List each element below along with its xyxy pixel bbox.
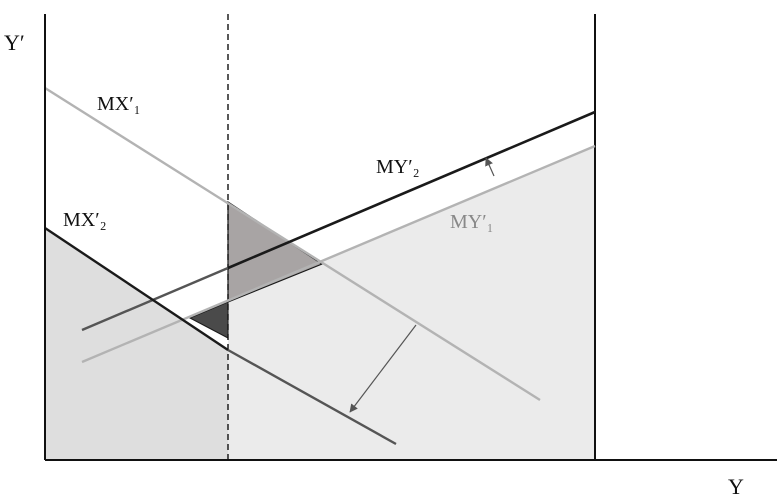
y-axis-label: Y′ bbox=[4, 30, 25, 55]
mx1-label: MX′₁ bbox=[97, 93, 141, 115]
my-shift-arrow bbox=[485, 157, 495, 177]
left-shaded-region bbox=[45, 228, 228, 460]
my2-label: MY′₂ bbox=[376, 156, 420, 178]
my2-line-lower bbox=[81, 266, 229, 332]
mx2-line bbox=[227, 348, 397, 446]
x-axis-label: Y bbox=[728, 474, 744, 498]
mx1-line bbox=[44, 86, 541, 402]
mx2-line-upper bbox=[44, 227, 229, 351]
my1-line bbox=[81, 144, 596, 364]
mx-shift-arrow bbox=[349, 324, 417, 413]
mx2-label: MX′₂ bbox=[63, 209, 107, 231]
my2-line bbox=[227, 110, 596, 270]
right-shaded-region bbox=[228, 146, 595, 460]
my1-label: MY′₁ bbox=[450, 211, 494, 233]
